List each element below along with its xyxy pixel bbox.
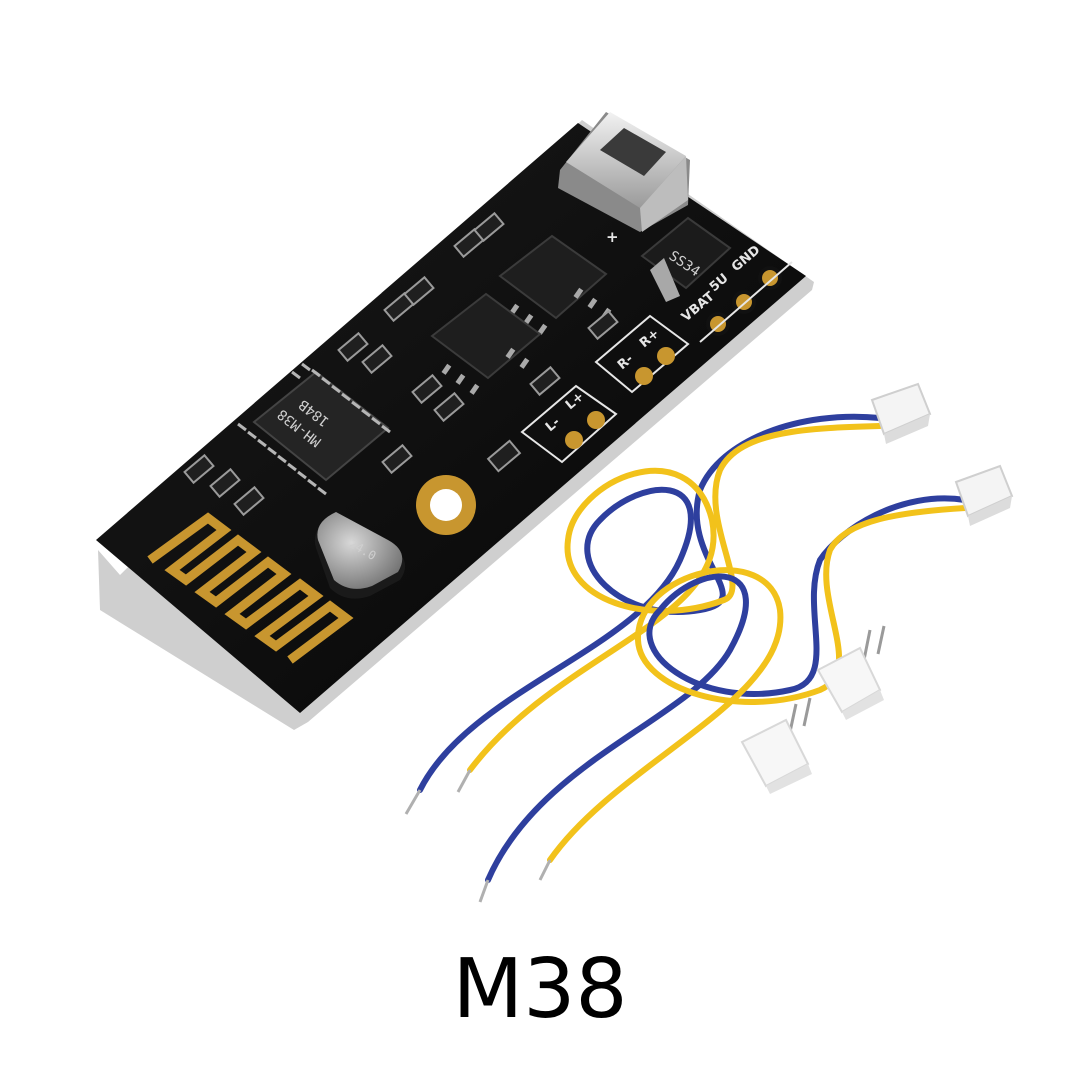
wire-yellow-1	[467, 423, 883, 773]
product-photo: + SS34 VBAT 5U GND R- R+	[96, 112, 1014, 903]
wire-tip-1b	[456, 769, 472, 793]
wire-tip-2a	[478, 879, 490, 903]
sop8-chip-lower	[430, 292, 542, 395]
jst-header-2	[740, 697, 812, 794]
pcb-antenna	[147, 512, 354, 664]
main-bluetooth-chip: 184B MH-M38	[237, 362, 391, 496]
ss34-diode: SS34	[640, 216, 732, 302]
wire-tip-1a	[404, 789, 422, 815]
wire-blue-2	[485, 495, 968, 883]
bluetooth-audio-board: + SS34 VBAT 5U GND R- R+	[96, 112, 814, 730]
wire-tip-2b	[538, 859, 552, 881]
speaker-wire-1	[404, 382, 932, 815]
pcb-surface	[96, 123, 806, 713]
wire-yellow-2	[547, 505, 968, 863]
product-caption: M38	[452, 942, 628, 1037]
jst-plug-1	[870, 382, 932, 444]
crystal-oscillator: 24.0	[314, 512, 406, 599]
speaker-wire-2	[478, 464, 1014, 903]
jst-plug-2	[954, 464, 1014, 526]
wire-blue-1	[417, 413, 883, 793]
mounting-hole	[416, 475, 476, 535]
micro-usb-connector	[558, 112, 690, 232]
plus-mark: +	[606, 228, 619, 246]
jst-header-1	[816, 625, 886, 720]
smd-components	[183, 211, 619, 517]
